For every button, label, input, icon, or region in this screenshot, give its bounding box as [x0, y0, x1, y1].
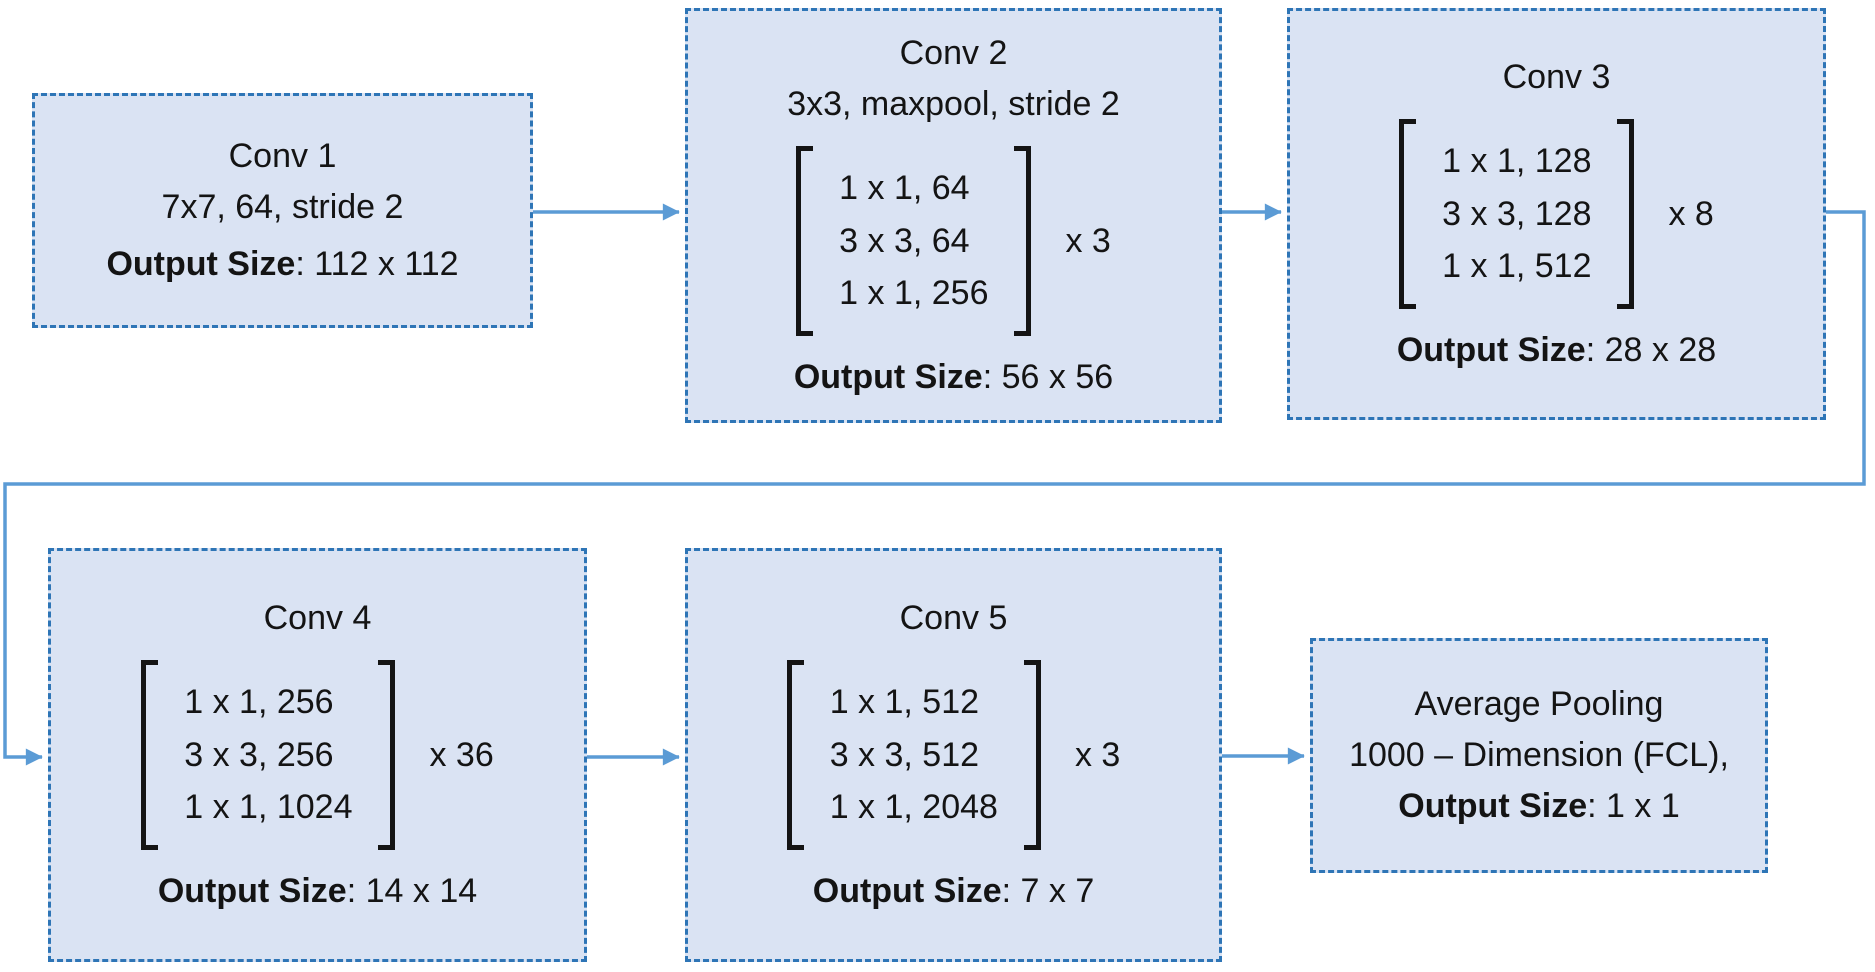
- conv2-params: 3x3, maxpool, stride 2: [787, 84, 1120, 123]
- average-pooling-block: Average Pooling 1000 – Dimension (FCL), …: [1310, 638, 1768, 873]
- avgpool-output-size: Output Size: 1 x 1: [1398, 787, 1680, 825]
- conv3-block: Conv 3 1 x 1, 128 3 x 3, 128 1 x 1, 512 …: [1287, 8, 1826, 420]
- conv2-block: Conv 2 3x3, maxpool, stride 2 1 x 1, 64 …: [685, 8, 1222, 423]
- conv5-output-size: Output Size: 7 x 7: [812, 872, 1095, 911]
- conv5-block: Conv 5 1 x 1, 512 3 x 3, 512 1 x 1, 2048…: [685, 548, 1222, 962]
- conv4-title: Conv 4: [263, 598, 372, 637]
- conv4-bracket-line: 1 x 1, 256: [184, 682, 334, 721]
- conv4-multiplier: x 36: [429, 735, 494, 774]
- conv2-bracket-line: 1 x 1, 256: [839, 274, 989, 313]
- conv2-output-size: Output Size: 56 x 56: [793, 358, 1114, 397]
- conv3-output-size: Output Size: 28 x 28: [1396, 331, 1717, 370]
- left-bracket-icon: [1399, 118, 1417, 310]
- conv5-residual-block: 1 x 1, 512 3 x 3, 512 1 x 1, 2048 x 3: [786, 659, 1121, 851]
- conv1-block: Conv 1 7x7, 64, stride 2 Output Size: 11…: [32, 93, 533, 328]
- conv3-bracket-line: 1 x 1, 512: [1442, 247, 1592, 286]
- conv2-bracket-line: 3 x 3, 64: [839, 221, 970, 260]
- left-bracket-icon: [141, 659, 159, 851]
- conv4-bracket-line: 3 x 3, 256: [184, 735, 334, 774]
- conv1-title: Conv 1: [228, 137, 337, 175]
- left-bracket-icon: [786, 659, 804, 851]
- conv1-output-size: Output Size: 112 x 112: [106, 245, 459, 283]
- conv5-bracket-line: 1 x 1, 512: [829, 682, 980, 721]
- conv4-output-size: Output Size: 14 x 14: [157, 872, 478, 911]
- right-bracket-icon: [378, 659, 396, 851]
- avgpool-fcl: 1000 – Dimension (FCL),: [1349, 736, 1729, 774]
- conv5-multiplier: x 3: [1074, 735, 1121, 774]
- right-bracket-icon: [1023, 659, 1041, 851]
- left-bracket-icon: [796, 145, 814, 337]
- right-bracket-icon: [1014, 145, 1032, 337]
- conv2-residual-block: 1 x 1, 64 3 x 3, 64 1 x 1, 256 x 3: [796, 145, 1111, 337]
- conv3-bracket-line: 3 x 3, 128: [1442, 194, 1592, 233]
- conv3-multiplier: x 8: [1668, 194, 1714, 233]
- conv1-params: 7x7, 64, stride 2: [161, 188, 404, 226]
- right-bracket-icon: [1617, 118, 1635, 310]
- conv4-bracket-line: 1 x 1, 1024: [184, 788, 353, 827]
- conv4-block: Conv 4 1 x 1, 256 3 x 3, 256 1 x 1, 1024…: [48, 548, 587, 962]
- conv5-title: Conv 5: [899, 598, 1008, 637]
- conv2-title: Conv 2: [899, 33, 1008, 72]
- conv5-bracket-line: 1 x 1, 2048: [829, 788, 998, 827]
- conv2-multiplier: x 3: [1065, 221, 1111, 260]
- conv2-bracket-line: 1 x 1, 64: [839, 168, 970, 207]
- conv3-residual-block: 1 x 1, 128 3 x 3, 128 1 x 1, 512 x 8: [1399, 118, 1714, 310]
- conv3-title: Conv 3: [1502, 57, 1611, 96]
- conv5-bracket-line: 3 x 3, 512: [829, 735, 980, 774]
- avgpool-title: Average Pooling: [1414, 685, 1664, 723]
- conv3-bracket-line: 1 x 1, 128: [1442, 141, 1592, 180]
- conv4-residual-block: 1 x 1, 256 3 x 3, 256 1 x 1, 1024 x 36: [141, 659, 494, 851]
